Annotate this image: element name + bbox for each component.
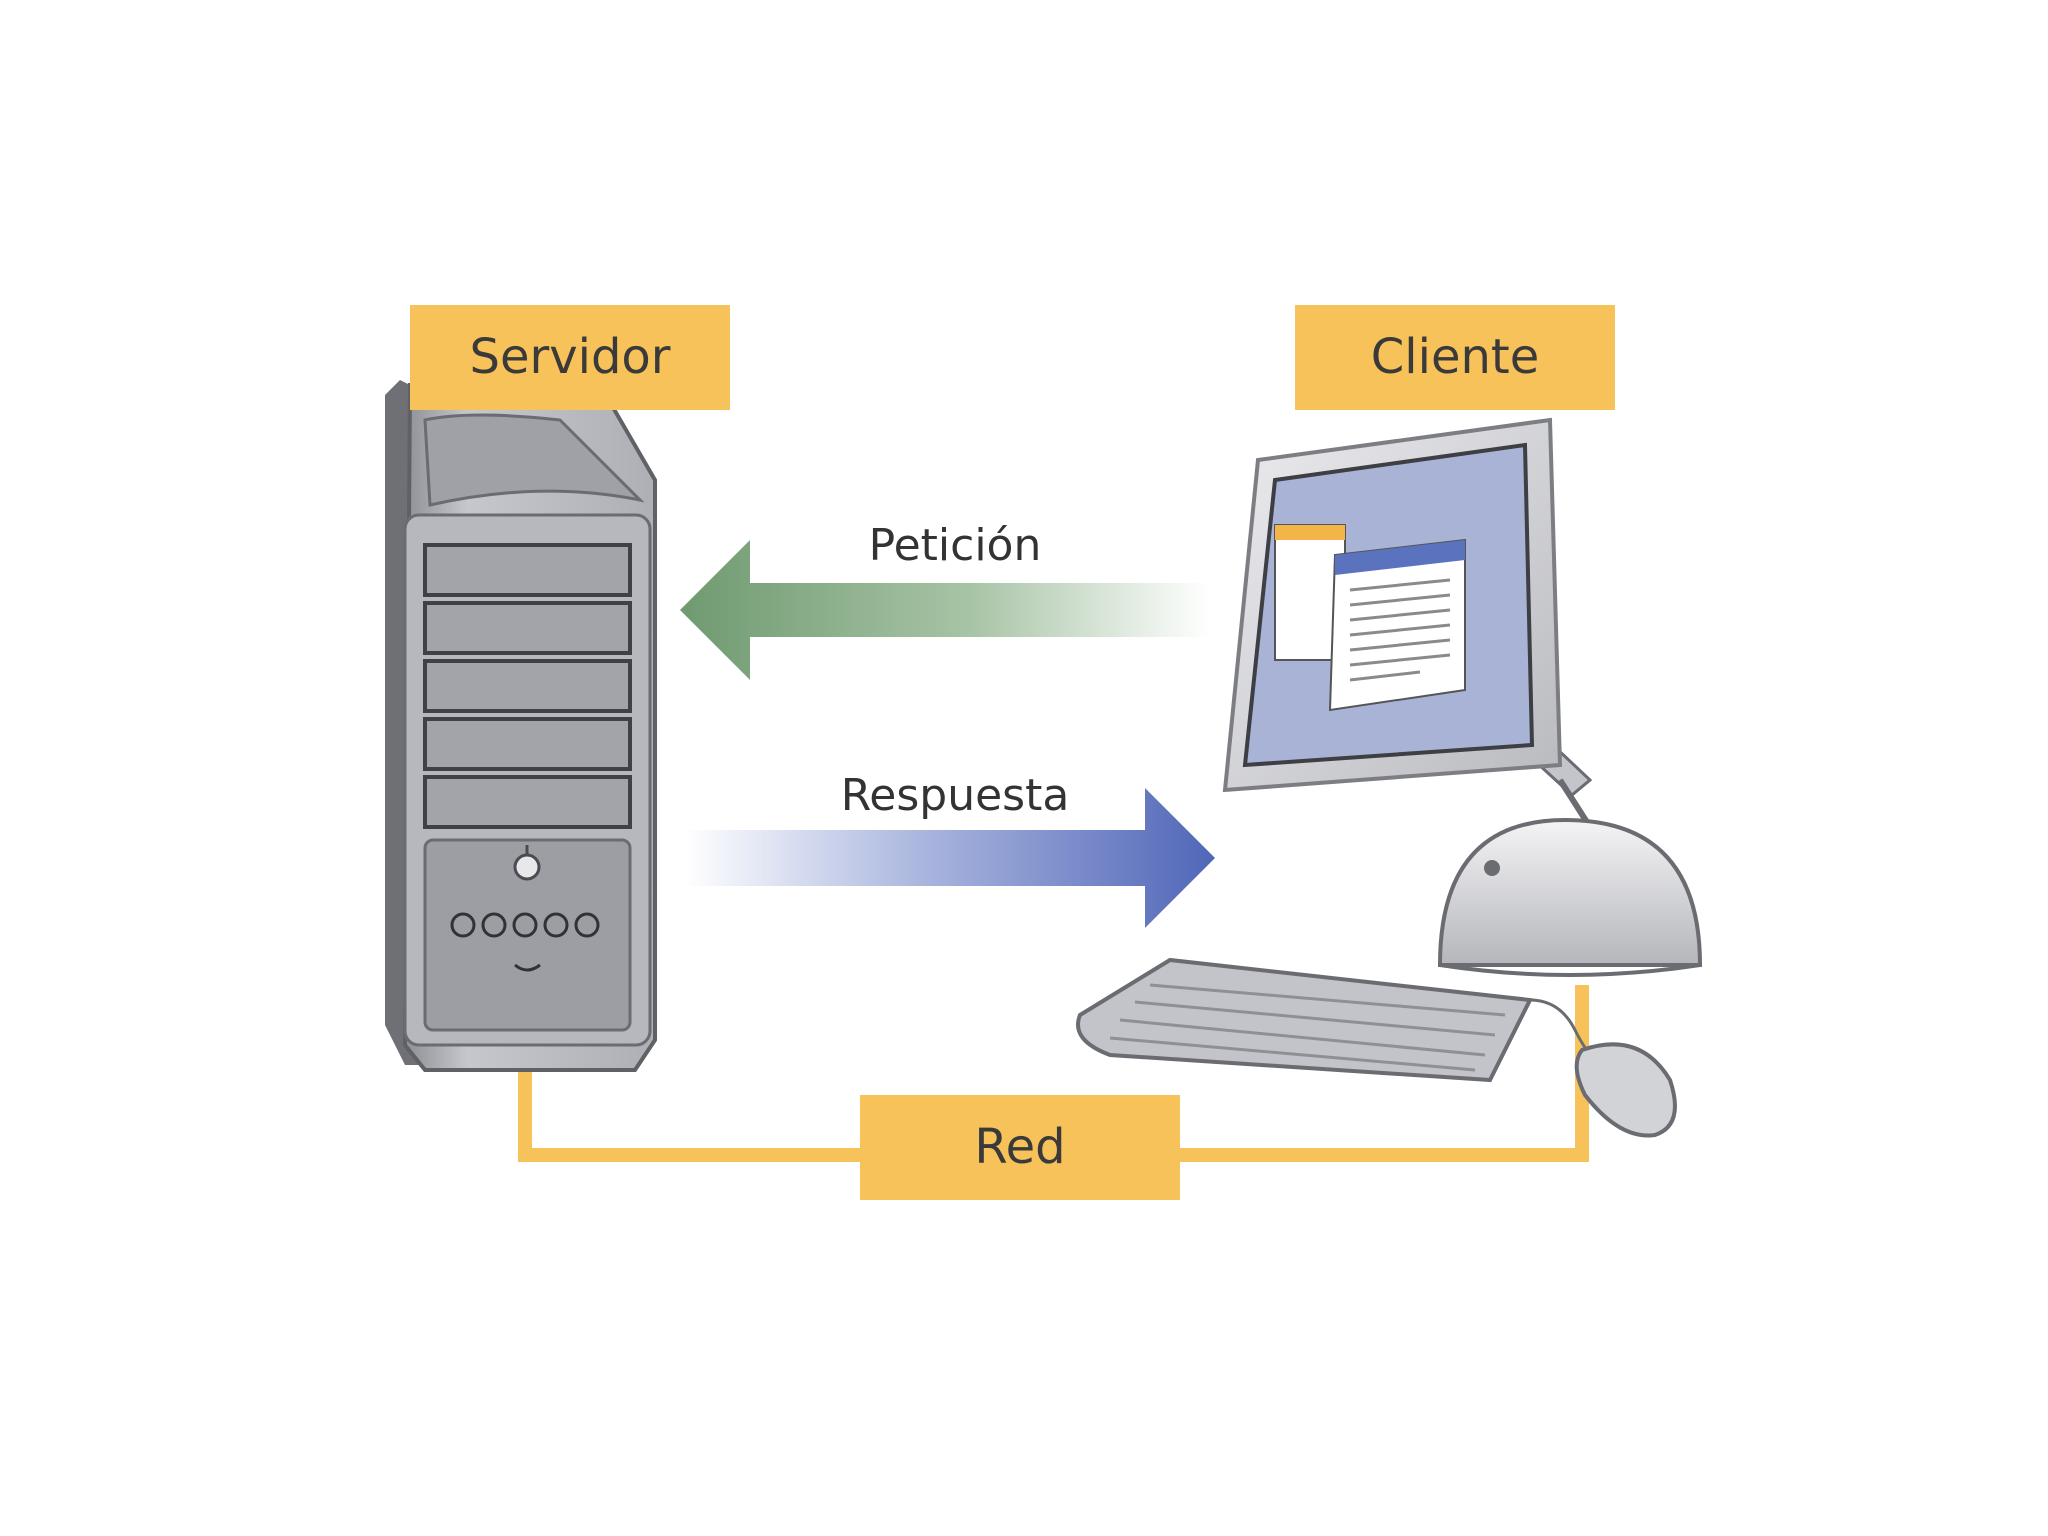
request-label: Petición [869,520,1042,571]
keyboard-icon [1076,957,1601,1083]
network-label-box: Red [860,1095,1180,1200]
server-label: Servidor [469,329,670,385]
response-arrow [685,788,1215,928]
response-label: Respuesta [841,770,1070,821]
mouse-icon [1574,1042,1677,1138]
server-tower-icon [385,380,657,1072]
computer-base-icon [1437,817,1703,977]
server-label-box: Servidor [410,305,730,410]
client-label: Cliente [1371,329,1540,385]
network-label: Red [974,1119,1065,1175]
client-label-box: Cliente [1295,305,1615,410]
monitor-icon [1222,417,1563,793]
request-arrow [680,540,1210,680]
